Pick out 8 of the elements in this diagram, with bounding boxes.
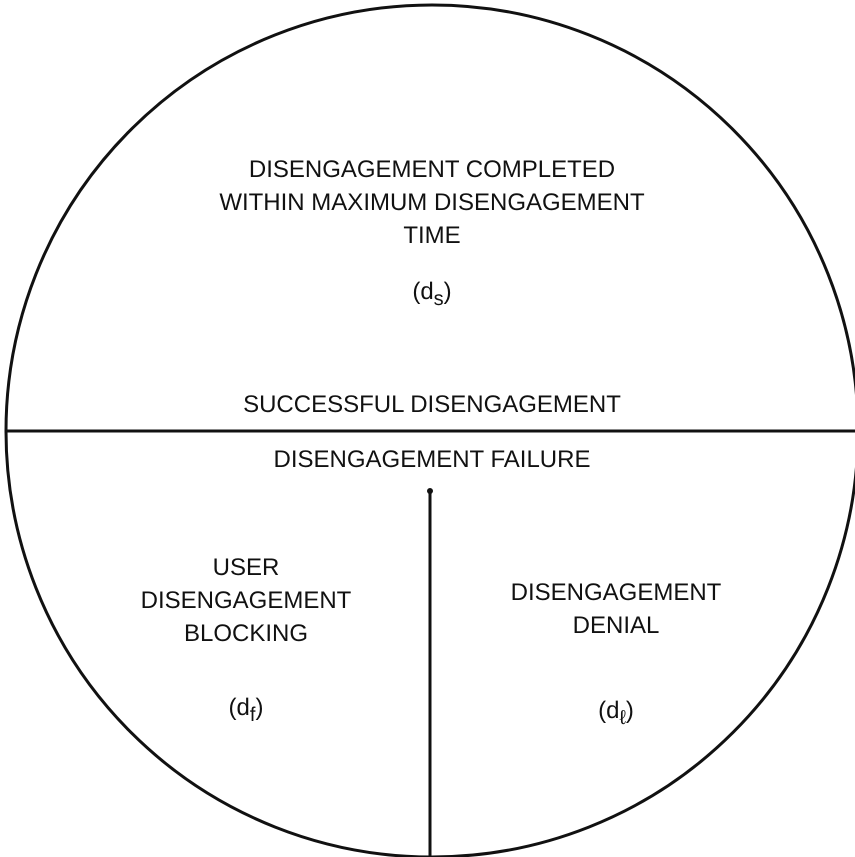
symbol-label: (d$_{f}$) [228, 693, 264, 728]
region-text: DISENGAGEMENT COMPLETED WITHIN MAXIMUM DISENGAGEMENT TIME [218, 155, 646, 251]
region-heading: SUCCESSFUL DISENGAGEMENT [242, 390, 622, 420]
symbol-label: (d$_{s}$) [411, 277, 453, 312]
region-text: USER DISENGAGEMENT BLOCKING [140, 553, 352, 649]
region-heading: DISENGAGEMENT FAILURE [272, 445, 592, 475]
symbol-label: (d$_{ℓ}$) [597, 696, 635, 731]
region-text: DISENGAGEMENT DENIAL [510, 578, 722, 641]
